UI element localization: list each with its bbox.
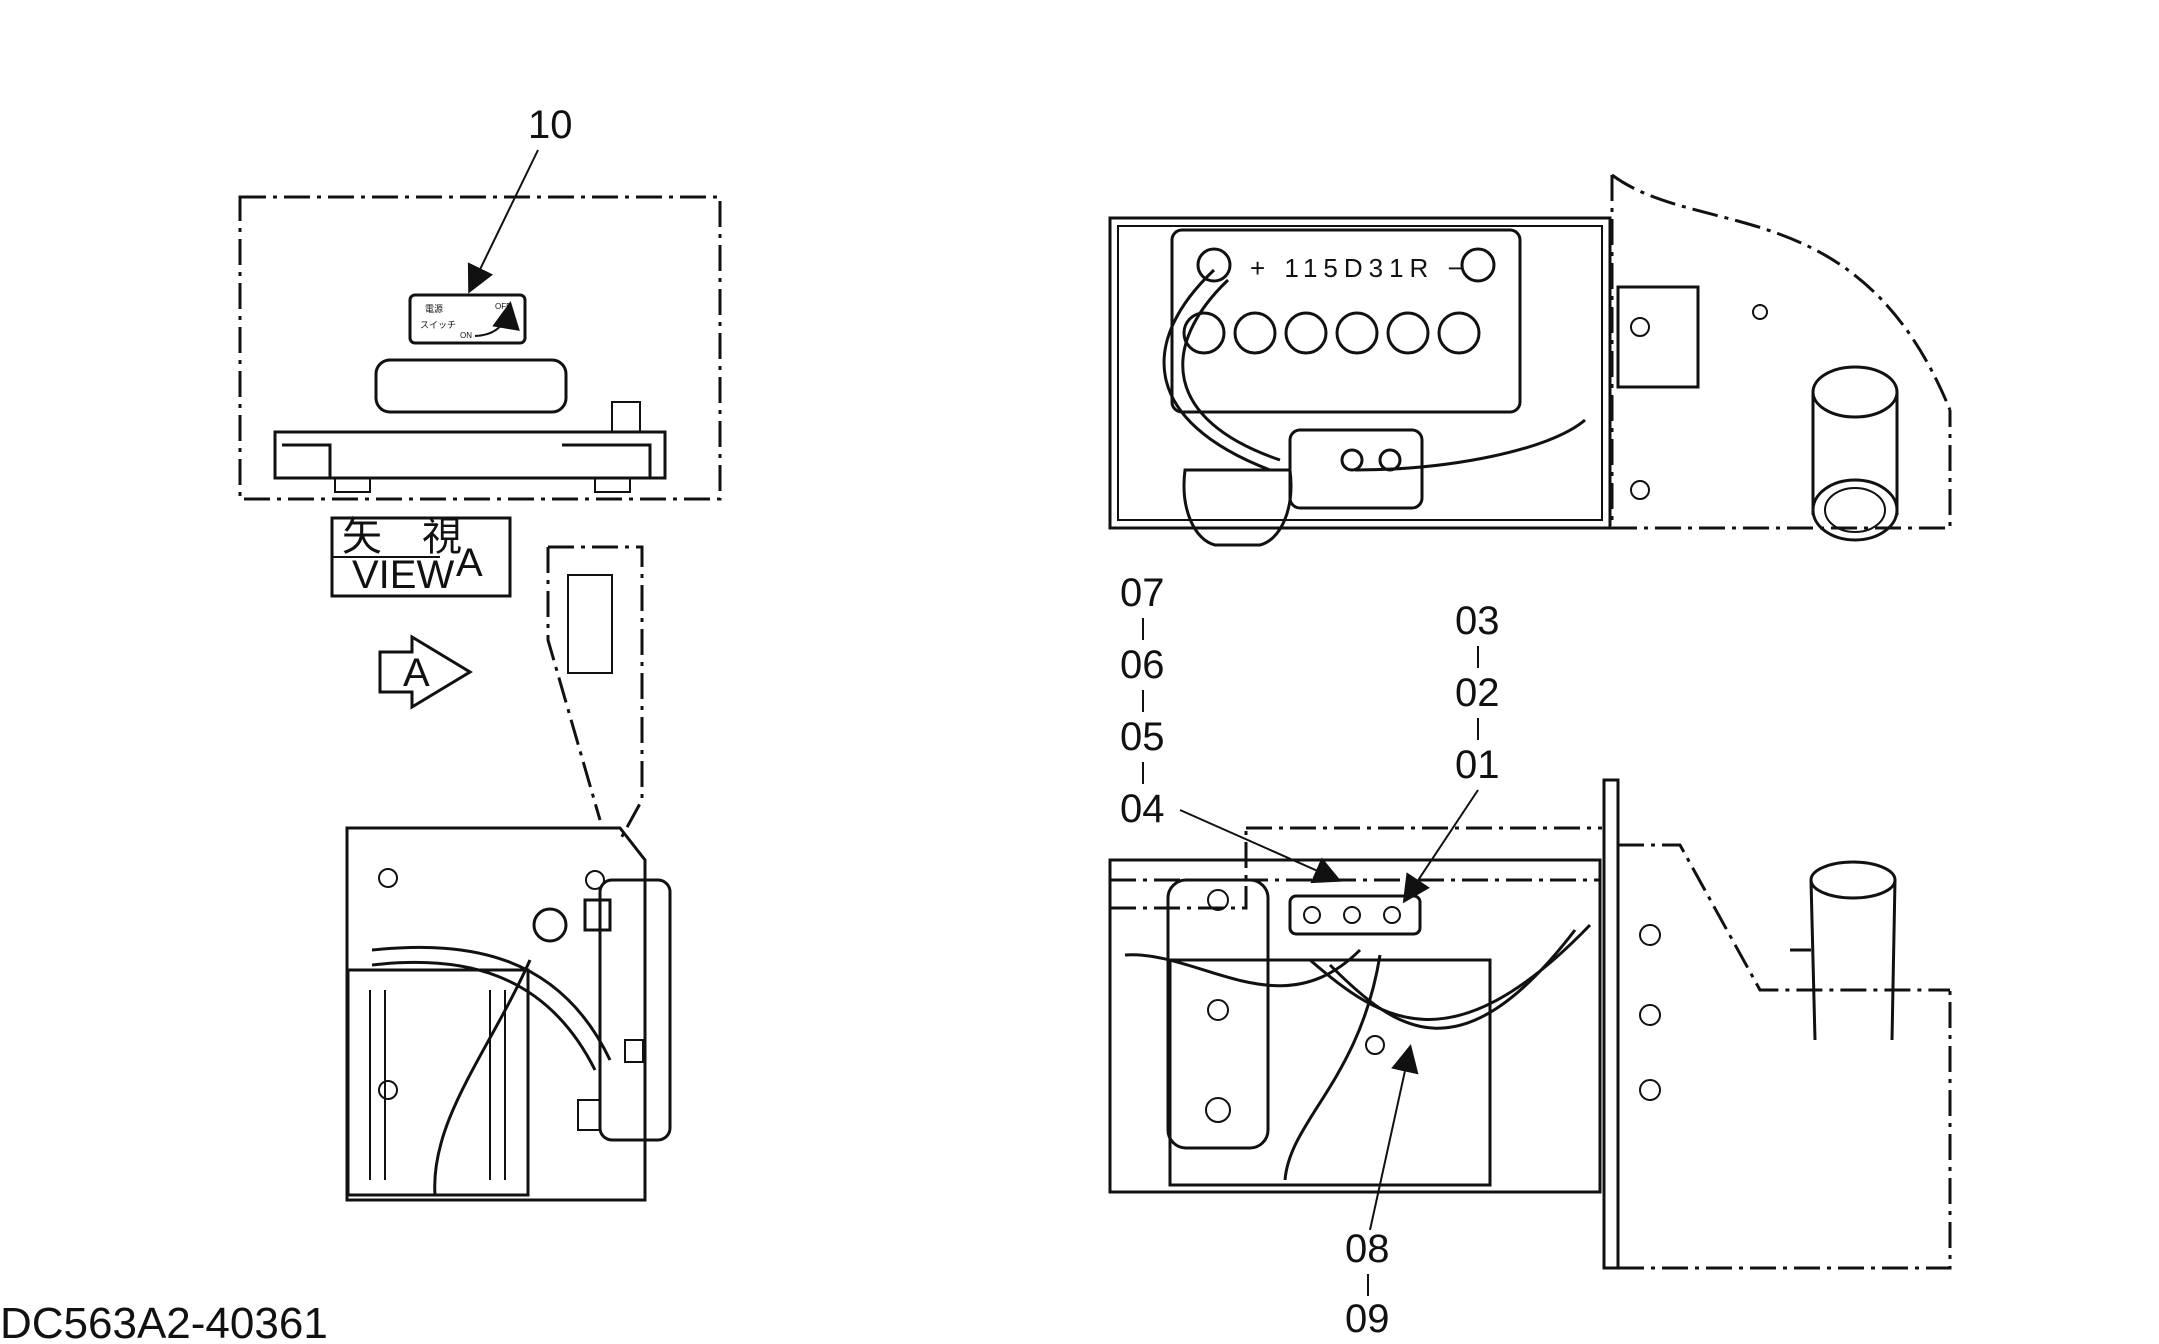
view-a-label: 矢 視 VIEW A <box>330 515 512 598</box>
svg-text:A: A <box>403 651 430 695</box>
svg-text:ON: ON <box>460 331 472 340</box>
svg-text:09: 09 <box>1345 1297 1390 1341</box>
battery-front-view <box>1108 778 1952 1270</box>
svg-text:06: 06 <box>1120 643 1165 687</box>
svg-text:VIEW: VIEW <box>352 553 454 597</box>
negative-terminal <box>1196 247 1232 283</box>
svg-text:矢 視: 矢 視 <box>342 515 462 559</box>
svg-text:A: A <box>456 541 483 585</box>
battery-top-view: + 115D31R − <box>1108 173 1952 547</box>
svg-text:07: 07 <box>1120 571 1165 615</box>
battery-cell-caps <box>1182 311 1481 355</box>
callout-stack-left: 07 06 05 04 <box>1120 571 1342 884</box>
svg-text:+ 115D31R −: + 115D31R − <box>1250 253 1469 283</box>
callout-stack-right: 03 02 01 <box>1402 599 1500 904</box>
svg-text:03: 03 <box>1455 599 1500 643</box>
svg-text:04: 04 <box>1120 787 1165 831</box>
svg-text:10: 10 <box>528 103 573 147</box>
svg-text:01: 01 <box>1455 743 1500 787</box>
drawing-code: DC563A2-40361 <box>0 1299 328 1344</box>
svg-text:08: 08 <box>1345 1227 1390 1271</box>
callout-stack-bottom: 08 09 <box>1345 1044 1419 1341</box>
battery-side-view <box>345 545 672 1202</box>
battery-switch-sticker: 電源 スイッチ ON OFF <box>408 293 527 345</box>
svg-text:電源: 電源 <box>425 304 443 314</box>
positive-terminal <box>1460 247 1496 283</box>
view-direction-arrow: A <box>378 634 473 710</box>
view-a-detail: 電源 スイッチ ON OFF <box>238 195 722 501</box>
svg-text:スイッチ: スイッチ <box>420 320 456 330</box>
svg-text:05: 05 <box>1120 715 1165 759</box>
callout-10: 10 <box>467 103 573 294</box>
svg-text:02: 02 <box>1455 671 1500 715</box>
